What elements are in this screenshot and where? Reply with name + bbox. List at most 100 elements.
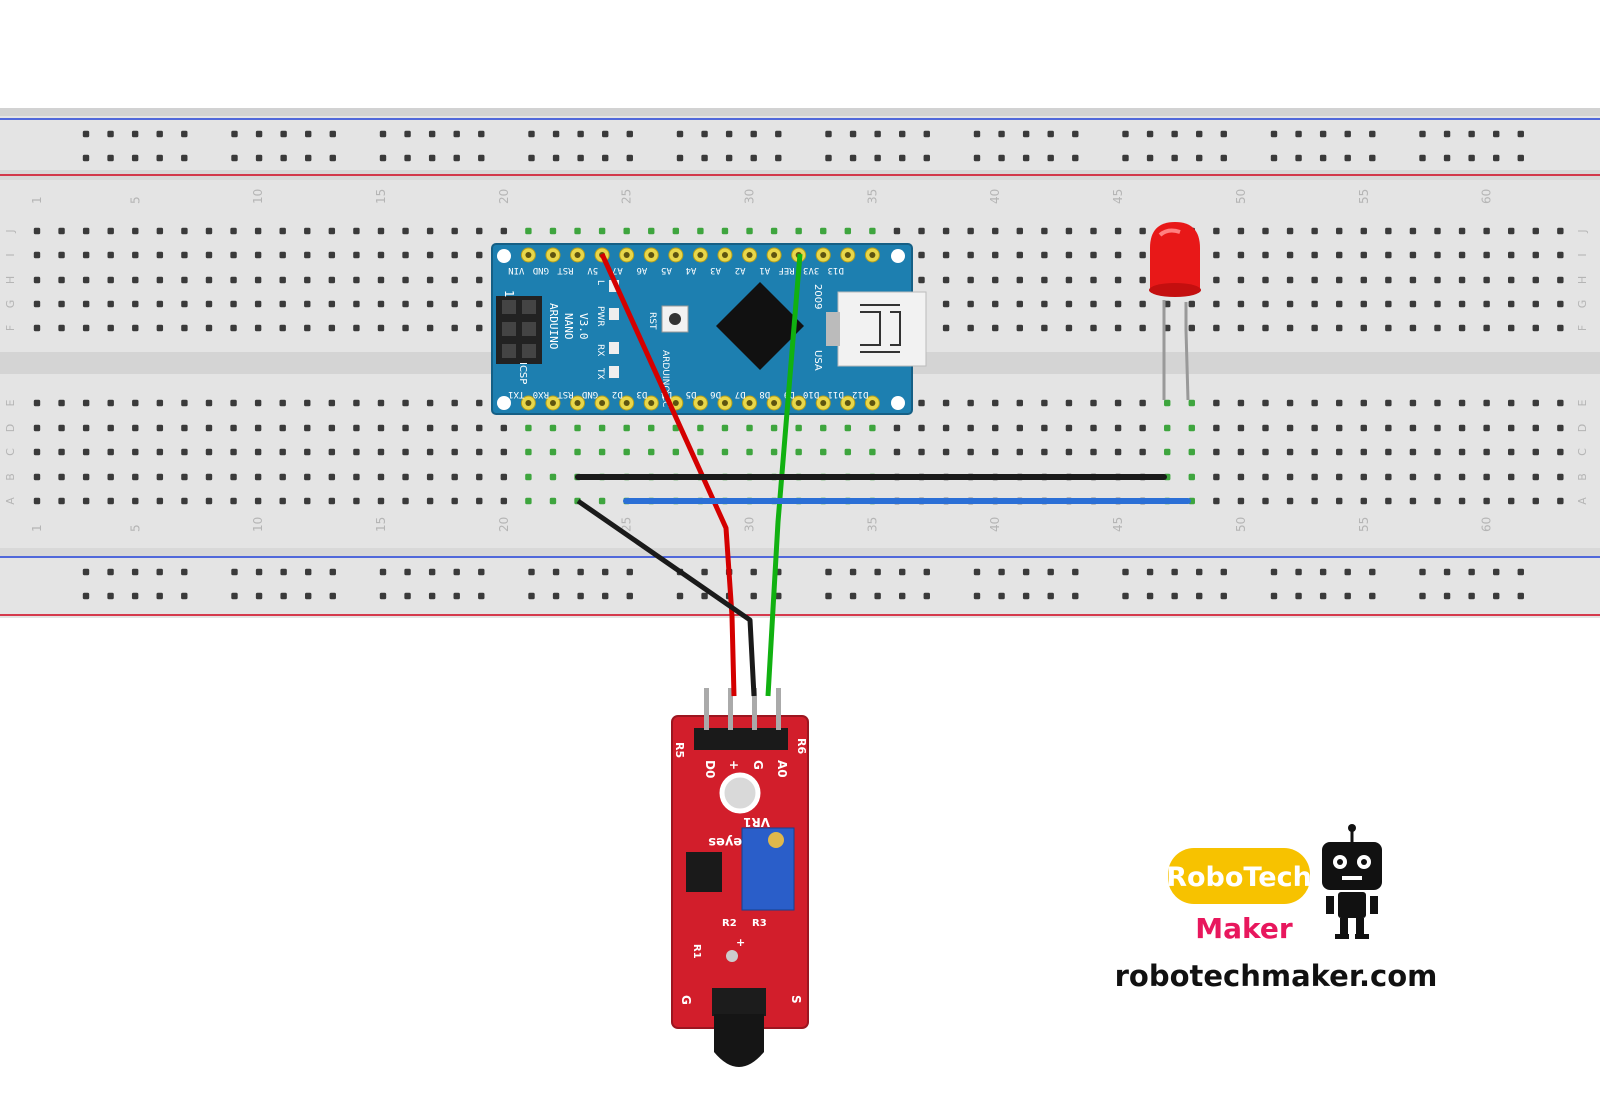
breadboard-hole — [1262, 300, 1269, 308]
breadboard-hole — [820, 448, 827, 456]
breadboard-hole — [1286, 324, 1294, 332]
breadboard-hole — [1188, 473, 1195, 481]
breadboard-hole — [1360, 300, 1367, 308]
led-label-l: L — [595, 280, 605, 285]
power-rail-hole — [428, 154, 436, 162]
column-number: 45 — [1111, 189, 1125, 204]
breadboard-hole — [156, 497, 164, 505]
breadboard-hole — [1336, 324, 1343, 332]
arduino-pin-hole — [525, 252, 532, 258]
power-rail-hole — [701, 592, 708, 600]
breadboard-hole — [402, 300, 409, 308]
breadboard-hole — [770, 227, 778, 235]
breadboard-hole — [1360, 473, 1367, 481]
breadboard-hole — [254, 300, 262, 308]
breadboard-hole — [1286, 227, 1294, 235]
bottom-pin-label-s: S — [789, 995, 803, 1004]
power-rail-hole — [1493, 154, 1500, 162]
breadboard-hole — [1508, 227, 1515, 235]
arduino-top-pin-label: A3 — [710, 265, 721, 275]
arduino-pin-hole — [599, 400, 606, 406]
power-rail-hole — [1344, 154, 1351, 162]
power-rail-hole — [676, 154, 684, 162]
breadboard-hole — [1286, 276, 1294, 284]
power-rail-hole — [998, 154, 1005, 162]
column-number: 40 — [988, 517, 1002, 532]
mounting-hole — [719, 772, 761, 814]
breadboard-hole — [525, 424, 532, 432]
breadboard-hole — [1164, 300, 1171, 308]
breadboard-hole — [377, 300, 385, 308]
power-rail-hole — [156, 154, 163, 162]
breadboard-hole — [328, 300, 336, 308]
breadboard-hole — [820, 424, 827, 432]
power-rail-hole — [998, 568, 1005, 576]
breadboard-hole — [918, 448, 925, 456]
power-rail-hole — [329, 592, 336, 600]
breadboard-hole — [353, 497, 360, 505]
breadboard-hole — [1557, 324, 1564, 332]
breadboard-hole — [1065, 448, 1073, 456]
breadboard-hole — [304, 251, 311, 259]
breadboard-hole — [1286, 448, 1294, 456]
breadboard-hole — [549, 424, 557, 432]
power-rail-hole — [701, 154, 708, 162]
breadboard-hole — [648, 227, 655, 235]
breadboard-hole — [304, 399, 311, 407]
breadboard-hole — [1557, 424, 1564, 432]
resistor-label-r3: R3 — [752, 918, 767, 929]
power-rail-hole — [1270, 154, 1278, 162]
breadboard-hole — [1311, 473, 1318, 481]
breadboard-hole — [500, 424, 508, 432]
column-number: 25 — [620, 517, 634, 532]
power-rail-hole — [379, 568, 387, 576]
breadboard-hole — [918, 276, 925, 284]
power-rail-hole — [775, 592, 782, 600]
breadboard-hole — [254, 399, 262, 407]
power-rail-hole — [255, 568, 263, 576]
breadboard-hole — [33, 473, 41, 481]
breadboard-hole — [795, 448, 802, 456]
breadboard-hole — [279, 473, 286, 481]
power-rail-hole — [750, 568, 757, 576]
breadboard-hole — [1016, 448, 1023, 456]
breadboard-hole — [893, 424, 901, 432]
breadboard-hole — [1557, 227, 1564, 235]
breadboard-hole — [58, 276, 65, 284]
power-rail-hole — [280, 568, 287, 576]
column-number: 60 — [1480, 189, 1494, 204]
power-rail-hole — [1122, 130, 1129, 138]
column-number: 5 — [128, 524, 142, 532]
breadboard-hole — [1434, 399, 1441, 407]
breadboard-hole — [451, 448, 458, 456]
power-rail-hole — [1419, 592, 1426, 600]
power-rail-hole — [874, 130, 881, 138]
breadboard-hole — [476, 300, 483, 308]
power-rail-hole — [1319, 130, 1327, 138]
breadboard-hole — [33, 448, 41, 456]
power-rail-hole — [131, 130, 139, 138]
breadboard-hole — [1458, 251, 1466, 259]
power-rail-hole — [849, 130, 857, 138]
power-rail-hole — [577, 130, 584, 138]
breadboard-hole — [942, 399, 950, 407]
power-rail-hole — [602, 568, 609, 576]
breadboard-hole — [107, 251, 114, 259]
breadboard-hole — [1508, 424, 1515, 432]
breadboard-hole — [476, 324, 483, 332]
power-rail-hole — [626, 154, 633, 162]
ir-receiver-lead — [726, 950, 738, 962]
power-rail-hole — [280, 154, 287, 162]
breadboard-hole — [1508, 399, 1515, 407]
breadboard-hole — [1114, 276, 1122, 284]
breadboard-hole — [918, 399, 925, 407]
breadboard-hole — [1065, 276, 1073, 284]
breadboard-hole — [1557, 276, 1564, 284]
power-rail-hole — [1047, 568, 1054, 576]
breadboard-hole — [1385, 227, 1392, 235]
breadboard-hole — [623, 227, 630, 235]
power-rail-hole — [552, 154, 560, 162]
breadboard-hole — [1336, 276, 1343, 284]
power-rail-hole — [181, 130, 188, 138]
breadboard-hole — [1016, 251, 1023, 259]
